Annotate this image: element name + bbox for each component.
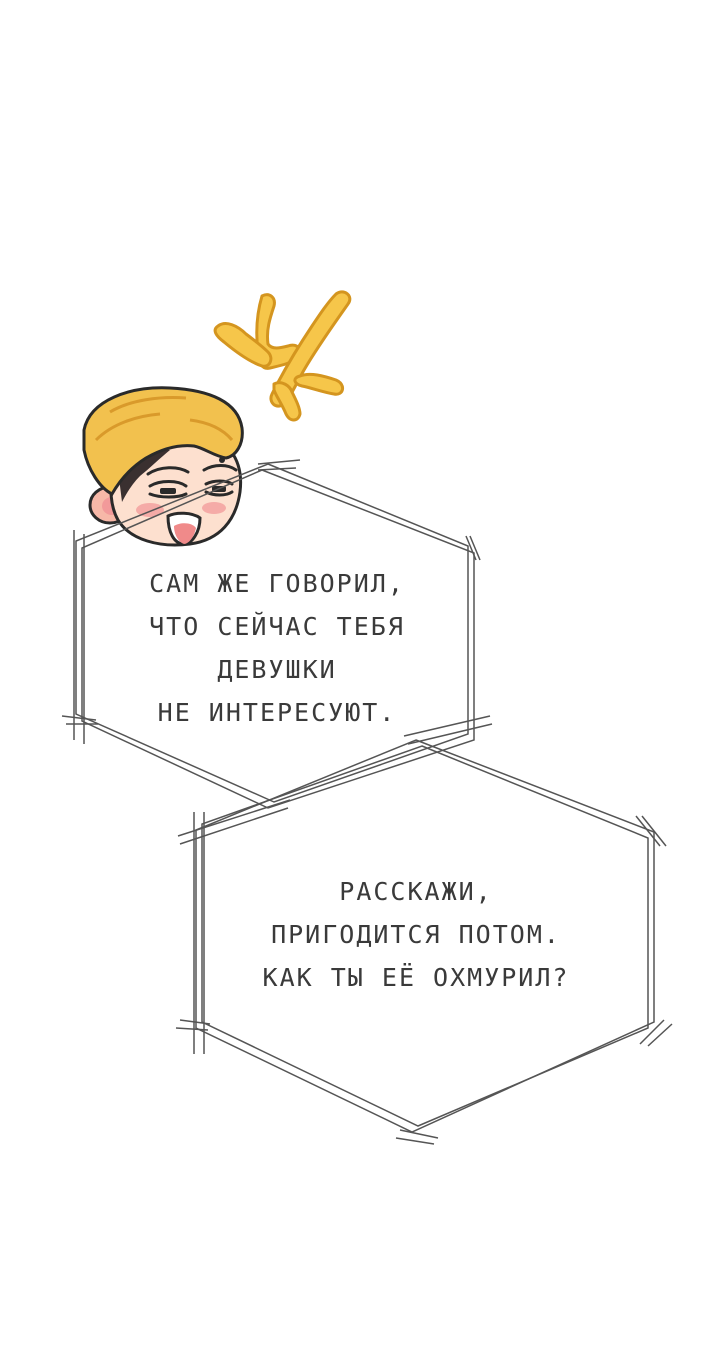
bubble-2-line-2: ПРИГОДИТСЯ ПОТОМ. bbox=[271, 920, 561, 949]
sparkle-icon bbox=[213, 290, 352, 422]
speech-bubble-1-outline bbox=[61, 459, 481, 809]
speech-bubble-2-outline bbox=[175, 715, 673, 1145]
speech-bubble-2-text: РАССКАЖИ, ПРИГОДИТСЯ ПОТОМ. КАК ТЫ ЕЁ ОХ… bbox=[206, 870, 626, 999]
bubble-2-line-1: РАССКАЖИ, bbox=[339, 877, 493, 906]
bubble-1-line-3: ДЕВУШКИ bbox=[217, 655, 337, 684]
bubble-1-line-4: НЕ ИНТЕРЕСУЮТ. bbox=[157, 698, 397, 727]
bubble-1-line-1: САМ ЖЕ ГОВОРИЛ, bbox=[149, 569, 405, 598]
blushing-character-face-icon bbox=[82, 386, 244, 547]
bubble-1-line-2: ЧТО СЕЙЧАС ТЕБЯ bbox=[149, 612, 405, 641]
bubble-2-line-3: КАК ТЫ ЕЁ ОХМУРИЛ? bbox=[262, 963, 570, 992]
speech-bubble-1-text: САМ ЖЕ ГОВОРИЛ, ЧТО СЕЙЧАС ТЕБЯ ДЕВУШКИ … bbox=[96, 562, 458, 734]
